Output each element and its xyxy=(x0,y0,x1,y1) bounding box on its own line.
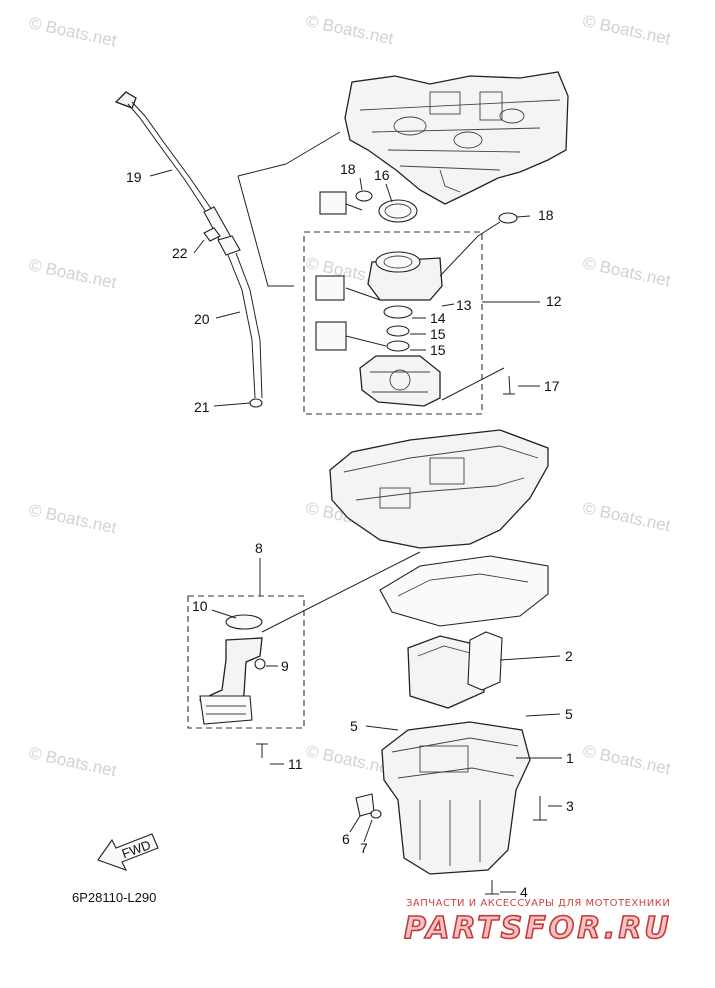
callout-16: 16 xyxy=(374,167,390,183)
callout-20: 20 xyxy=(194,311,210,327)
callout-4: 4 xyxy=(520,884,528,900)
callout-8: 8 xyxy=(255,540,263,556)
oil-pan-upper-illustration xyxy=(329,429,549,627)
callout-2: 2 xyxy=(565,648,573,664)
leader-lines xyxy=(149,169,562,893)
callout-5: 5 xyxy=(350,718,358,734)
callout-3: 3 xyxy=(566,798,574,814)
callout-14: 14 xyxy=(430,310,446,326)
callout-12: 12 xyxy=(546,293,562,309)
oil-strainer-assembly xyxy=(187,551,421,758)
callout-19: 19 xyxy=(126,169,142,185)
callout-6: 6 xyxy=(342,831,350,847)
callout-22: 22 xyxy=(172,245,188,261)
callout-7: 7 xyxy=(360,840,368,856)
engine-block-illustration xyxy=(344,71,569,205)
footer-brand-logo: PARTSFOR.RU xyxy=(404,911,672,946)
callout-18: 18 xyxy=(340,161,356,177)
watermark: © Boats.net xyxy=(581,498,672,535)
callout-15: 15 xyxy=(430,326,446,342)
fwd-label: FWD xyxy=(120,837,153,861)
exhaust-guide-assembly xyxy=(303,190,518,415)
footer-tagline: ЗАПЧАСТИ И АКСЕССУАРЫ ДЛЯ МОТОТЕХНИКИ xyxy=(406,898,670,909)
callout-5: 5 xyxy=(565,706,573,722)
callout-15: 15 xyxy=(430,342,446,358)
watermark: © Boats.net xyxy=(304,11,395,48)
footer-branding: ЗАПЧАСТИ И АКСЕССУАРЫ ДЛЯ МОТОТЕХНИКИ PA… xyxy=(403,898,672,947)
callout-17: 17 xyxy=(544,378,560,394)
callout-21: 21 xyxy=(194,399,210,415)
watermark: © Boats.net xyxy=(27,13,118,50)
watermark: © Boats.net xyxy=(27,255,118,292)
callout-1: 1 xyxy=(566,750,574,766)
callout-13: 13 xyxy=(456,297,472,313)
watermark: © Boats.net xyxy=(304,741,395,778)
watermark: © Boats.net xyxy=(27,500,118,537)
callout-10: 10 xyxy=(192,598,208,614)
callout-9: 9 xyxy=(281,658,289,674)
baffle-illustration xyxy=(407,631,503,709)
watermark: © Boats.net xyxy=(581,253,672,290)
oil-pan-lower-illustration xyxy=(355,721,547,895)
callout-18: 18 xyxy=(538,207,554,223)
watermark: © Boats.net xyxy=(27,743,118,780)
dipstick-assembly xyxy=(114,91,341,408)
callout-labels: 19 22 20 21 18 16 18 12 13 14 15 15 17 8… xyxy=(126,161,574,900)
fwd-arrow: FWD xyxy=(97,833,159,871)
watermark: © Boats.net xyxy=(581,11,672,48)
diagram-code: 6P28110-L290 xyxy=(72,890,156,905)
watermark: © Boats.net xyxy=(581,741,672,778)
callout-11: 11 xyxy=(288,756,303,772)
